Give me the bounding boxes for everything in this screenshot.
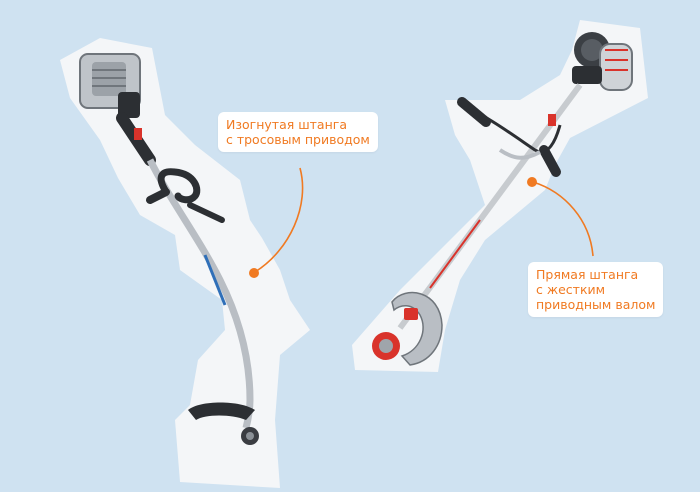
straight-callout-line3: приводным валом xyxy=(536,297,656,312)
left-handle-bar-2 xyxy=(187,202,225,223)
right-handle-clamp xyxy=(498,148,541,160)
curved-shaft-callout: Изогнутая штанга с тросовым приводом xyxy=(218,112,378,152)
curved-callout-line1: Изогнутая штанга xyxy=(226,117,347,132)
straight-callout-line1: Прямая штанга xyxy=(536,267,639,282)
curved-callout-line2: с тросовым приводом xyxy=(226,132,370,147)
right-engine xyxy=(572,32,633,91)
right-shaft-stripe xyxy=(429,219,481,289)
straight-callout-line2: с жестким xyxy=(536,282,606,297)
left-trigger xyxy=(134,128,142,140)
straight-shaft-brushcutter xyxy=(372,32,633,366)
left-loop-handle xyxy=(157,168,201,204)
right-left-grip xyxy=(457,97,491,127)
curved-callout-dot xyxy=(249,268,259,278)
left-engine xyxy=(79,53,141,118)
curved-callout-line xyxy=(254,167,304,273)
straight-callout-dot xyxy=(527,177,537,187)
left-handle-bar-1 xyxy=(146,188,170,204)
straight-callout-line xyxy=(532,181,594,257)
left-guard xyxy=(188,402,255,420)
right-guard-label xyxy=(404,308,418,320)
right-trigger xyxy=(548,114,556,126)
right-guard xyxy=(391,291,443,366)
left-shaft-decal xyxy=(203,254,227,306)
curved-shaft-trimmer xyxy=(79,53,259,445)
right-right-grip xyxy=(539,145,561,177)
straight-shaft-callout: Прямая штанга с жестким приводным валом xyxy=(528,262,664,317)
